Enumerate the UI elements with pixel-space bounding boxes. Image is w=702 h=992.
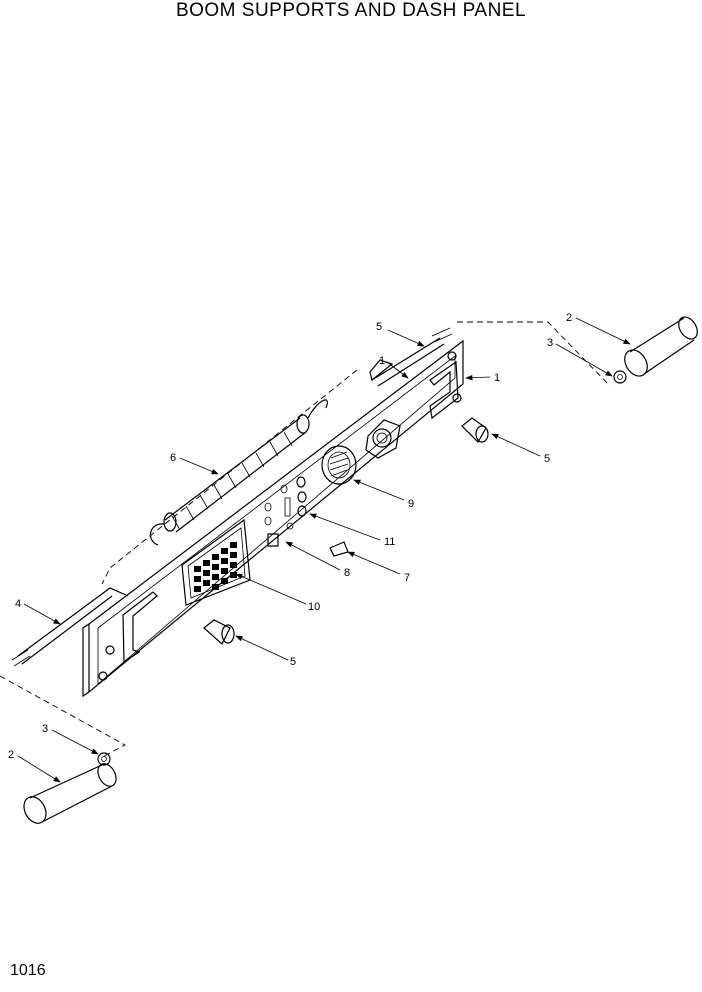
alignment-dash-lines: [0, 321, 611, 757]
page-number: 1016: [10, 962, 46, 979]
nut-lower: [97, 752, 111, 766]
callout-2-lower: 2: [8, 749, 14, 761]
callout-10: 10: [308, 601, 320, 613]
fitting: [267, 533, 279, 547]
grommet-lower: [203, 619, 235, 645]
boom-rod-lower: [11, 587, 129, 667]
cap-cylinder-lower: [23, 763, 117, 824]
grommet-upper: [461, 417, 489, 443]
bolt: [329, 541, 349, 557]
cap-cylinder-upper: [624, 316, 698, 377]
small-switches: [264, 476, 307, 530]
boom-rod-upper: [369, 327, 453, 387]
callout-1-panel: 1: [494, 372, 500, 384]
gauge: [321, 445, 357, 485]
dash-panel: [82, 339, 464, 698]
callout-5-right: 5: [544, 453, 550, 465]
leader-lines: [17, 317, 631, 783]
callout-1-rod: 1: [379, 355, 385, 367]
spring: [149, 399, 328, 546]
callout-5-lower: 5: [290, 656, 296, 668]
callout-labels: 5 1 1 2 3 5 6 9 11 8 7 10 5 4 3 2: [8, 312, 572, 761]
indicator-panel: [181, 518, 251, 606]
callout-9: 9: [408, 498, 414, 510]
ignition-switch: [365, 419, 401, 459]
nut-upper: [613, 370, 627, 384]
callout-8: 8: [344, 567, 350, 579]
callout-4: 4: [15, 598, 21, 610]
callout-6: 6: [170, 452, 176, 464]
callout-2-upper: 2: [566, 312, 572, 324]
callout-5-top: 5: [376, 321, 382, 333]
callout-3-upper: 3: [547, 337, 553, 349]
callout-3-lower: 3: [42, 723, 48, 735]
callout-11: 11: [384, 536, 395, 548]
callout-7: 7: [404, 572, 410, 584]
page-title: BOOM SUPPORTS AND DASH PANEL: [175, 0, 527, 21]
